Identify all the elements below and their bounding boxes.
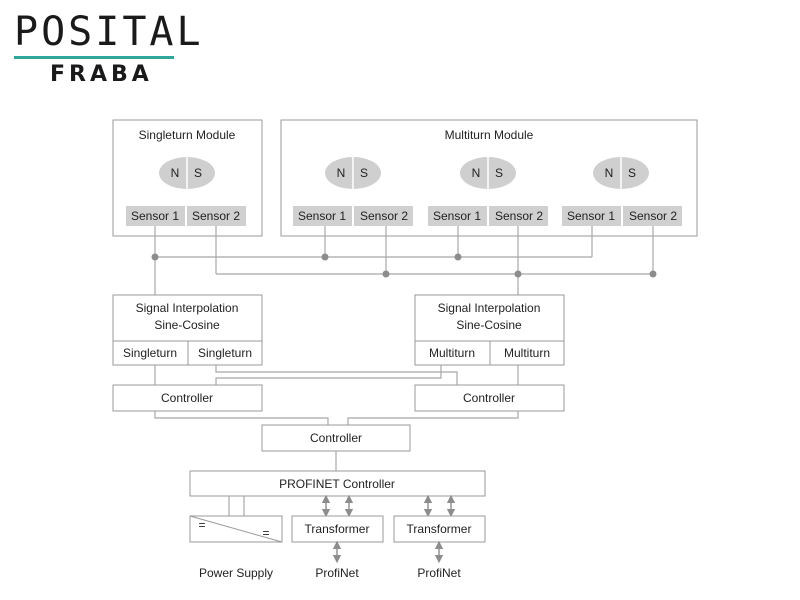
magnet-north-label: N	[171, 166, 180, 180]
logo-brand: POSITAL	[14, 9, 204, 55]
magnet-south-label: S	[628, 166, 636, 180]
logo-sub: FRABA	[50, 62, 153, 87]
sig-interp-subtitle: Sine-Cosine	[154, 318, 220, 332]
magnet-north-label: N	[472, 166, 481, 180]
eq-symbol-top: =	[198, 518, 205, 532]
controller-left-box	[112, 384, 263, 412]
sensor-2-label: Sensor 2	[629, 209, 677, 223]
sensor-row-multiturn-3: Sensor 1 Sensor 2	[562, 206, 682, 226]
profinet-controller-box	[189, 470, 486, 497]
sensor-1-label: Sensor 1	[433, 209, 481, 223]
magnet-north-label: N	[337, 166, 346, 180]
controller-right-label: Controller	[463, 391, 515, 405]
magnet-south-label: S	[495, 166, 503, 180]
logo-accent-bar	[14, 56, 174, 59]
sig-interp-title: Signal Interpolation	[136, 301, 239, 315]
multiturn-module-label: Multiturn Module	[445, 128, 534, 142]
sensor-2-label: Sensor 2	[360, 209, 408, 223]
magnet-south-label: S	[360, 166, 368, 180]
sensor-1-label: Sensor 1	[567, 209, 615, 223]
controller-left-label: Controller	[161, 391, 213, 405]
sensor-row-multiturn-1: Sensor 1 Sensor 2	[293, 206, 413, 226]
sensor-row-multiturn-2: Sensor 1 Sensor 2	[428, 206, 548, 226]
magnet-multiturn-3: N S	[593, 157, 649, 189]
sensor-1-label: Sensor 1	[298, 209, 346, 223]
singleturn-cell-2: Singleturn	[198, 346, 252, 360]
controller-right-box	[414, 384, 565, 412]
sensor-1-label: Sensor 1	[131, 209, 179, 223]
multiturn-cell-1: Multiturn	[429, 346, 475, 360]
transformer-right-block: Transformer ProfiNet	[393, 494, 486, 580]
power-supply-label: Power Supply	[199, 566, 273, 580]
magnet-multiturn-2: N S	[460, 157, 516, 189]
sensor-2-label: Sensor 2	[495, 209, 543, 223]
sig-interp-subtitle: Sine-Cosine	[456, 318, 522, 332]
magnet-south-label: S	[194, 166, 202, 180]
magnet-multiturn-1: N S	[325, 157, 381, 189]
eq-symbol-bottom: =	[262, 526, 269, 540]
magnet-north-label: N	[605, 166, 614, 180]
profinet-left-label: ProfiNet	[315, 566, 359, 580]
multiturn-cell-2: Multiturn	[504, 346, 550, 360]
magnet-singleturn: N S	[159, 157, 215, 189]
singleturn-module-label: Singleturn Module	[139, 128, 236, 142]
transformer-right-label: Transformer	[407, 522, 472, 536]
sensor-bus-lines	[151, 226, 657, 295]
interp-to-controller-lines	[154, 365, 519, 385]
controller-merge-lines	[154, 411, 519, 425]
sensor-row-singleturn: Sensor 1 Sensor 2	[126, 206, 246, 226]
profinet-controller-label: PROFINET Controller	[279, 477, 395, 491]
signal-interpolation-right: Signal Interpolation Sine-Cosine Multitu…	[414, 294, 565, 366]
controller-main-label: Controller	[310, 431, 362, 445]
sensor-2-label: Sensor 2	[192, 209, 240, 223]
controller-main-box	[261, 424, 411, 452]
signal-interpolation-left: Signal Interpolation Sine-Cosine Singlet…	[112, 294, 263, 366]
power-supply-block: = = Power Supply	[189, 496, 283, 580]
transformer-left-label: Transformer	[305, 522, 370, 536]
profinet-right-label: ProfiNet	[417, 566, 461, 580]
transformer-left-block: Transformer ProfiNet	[291, 494, 384, 580]
sig-interp-title: Signal Interpolation	[438, 301, 541, 315]
singleturn-cell-1: Singleturn	[123, 346, 177, 360]
